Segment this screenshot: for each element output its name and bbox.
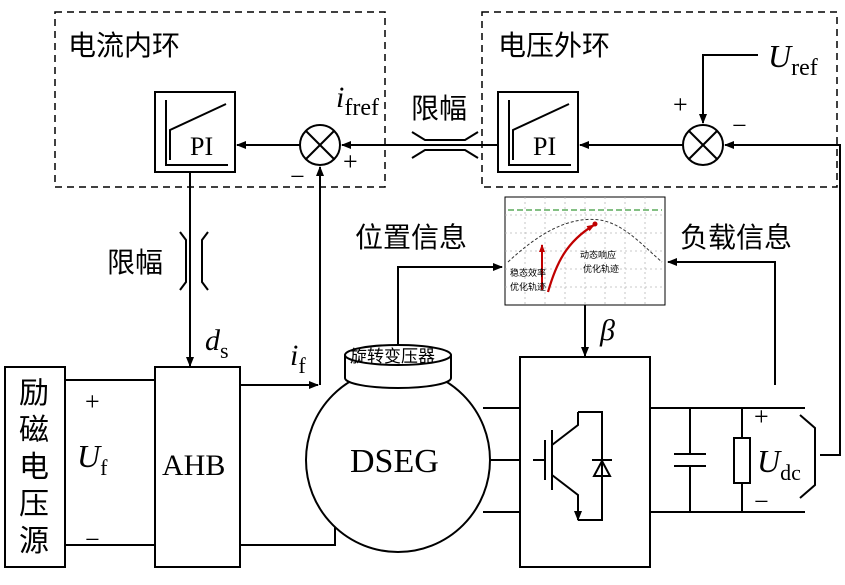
ahb-to-dseg-bottom-wire (240, 515, 336, 546)
voltage-pi-block: PI (497, 91, 579, 173)
excitation-char-4: 压 (19, 487, 49, 522)
voltage-loop-box (481, 11, 838, 188)
inset-left-label-2: 优化轨迹 (510, 281, 546, 293)
dc-link-capacitor (674, 408, 706, 512)
inset-right-label-2: 优化轨迹 (583, 263, 619, 275)
u-f-minus: − (85, 525, 100, 554)
position-info-label: 位置信息 (355, 221, 467, 254)
current-sum-plus: + (343, 147, 358, 176)
i-fref-label: ifref (336, 81, 379, 121)
current-pi-block: PI (154, 91, 236, 173)
voltage-sum-minus: − (732, 111, 747, 140)
u-dc-plus: + (754, 402, 769, 431)
load-info-wire (667, 258, 776, 385)
excitation-source-block (4, 366, 66, 568)
ahb-block (154, 366, 241, 568)
position-info-wire (397, 263, 503, 345)
d-s-label: ds (205, 324, 229, 363)
current-sum-minus: − (290, 162, 305, 191)
igbt-diode-symbol (533, 411, 612, 521)
voltage-pi-label: PI (533, 132, 556, 161)
dseg-label: DSEG (350, 443, 439, 480)
inset-right-label-1: 动态响应 (580, 249, 616, 261)
u-dc-label: Udc (757, 443, 801, 485)
inset-target-point (592, 221, 598, 227)
inset-envelope-curve (507, 218, 663, 263)
excitation-char-5: 源 (19, 524, 49, 559)
inset-dynamic-trajectory (546, 224, 595, 293)
beta-label: β (599, 314, 615, 347)
reference-limiter-symbol (411, 131, 479, 159)
voltage-loop-title: 电压外环 (498, 29, 610, 62)
current-sum-junction (299, 124, 341, 166)
converter-block (519, 356, 651, 568)
u-dc-minus: − (754, 487, 769, 516)
u-ref-wire (699, 54, 758, 124)
u-dc-bracket (799, 414, 816, 499)
rotary-transformer-label: 旋转变压器 (350, 347, 435, 367)
excitation-char-1: 励 (19, 376, 49, 411)
excitation-char-3: 电 (19, 450, 49, 485)
duty-limiter-label: 限幅 (107, 246, 163, 279)
current-loop-title: 电流内环 (68, 29, 180, 62)
voltage-sum-junction (682, 124, 724, 166)
excitation-char-2: 磁 (19, 413, 49, 448)
duty-limiter-symbol (179, 231, 209, 291)
inset-left-label-1: 稳态效率 (510, 267, 546, 279)
load-info-label: 负载信息 (680, 221, 792, 254)
optimization-inset: 稳态效率 优化轨迹 动态响应 优化轨迹 (504, 196, 666, 306)
u-f-plus: + (85, 387, 100, 416)
u-f-label: Uf (77, 438, 108, 480)
current-pi-label: PI (190, 132, 213, 161)
u-ref-label: Uref (768, 38, 818, 81)
ahb-label: AHB (162, 449, 225, 482)
i-f-label: if (290, 339, 306, 378)
dc-load-resistor (733, 408, 751, 512)
voltage-feedback-wire (724, 141, 841, 456)
rotary-transformer-block (344, 344, 452, 389)
voltage-sum-plus: + (673, 90, 688, 119)
reference-limiter-label: 限幅 (411, 92, 467, 125)
